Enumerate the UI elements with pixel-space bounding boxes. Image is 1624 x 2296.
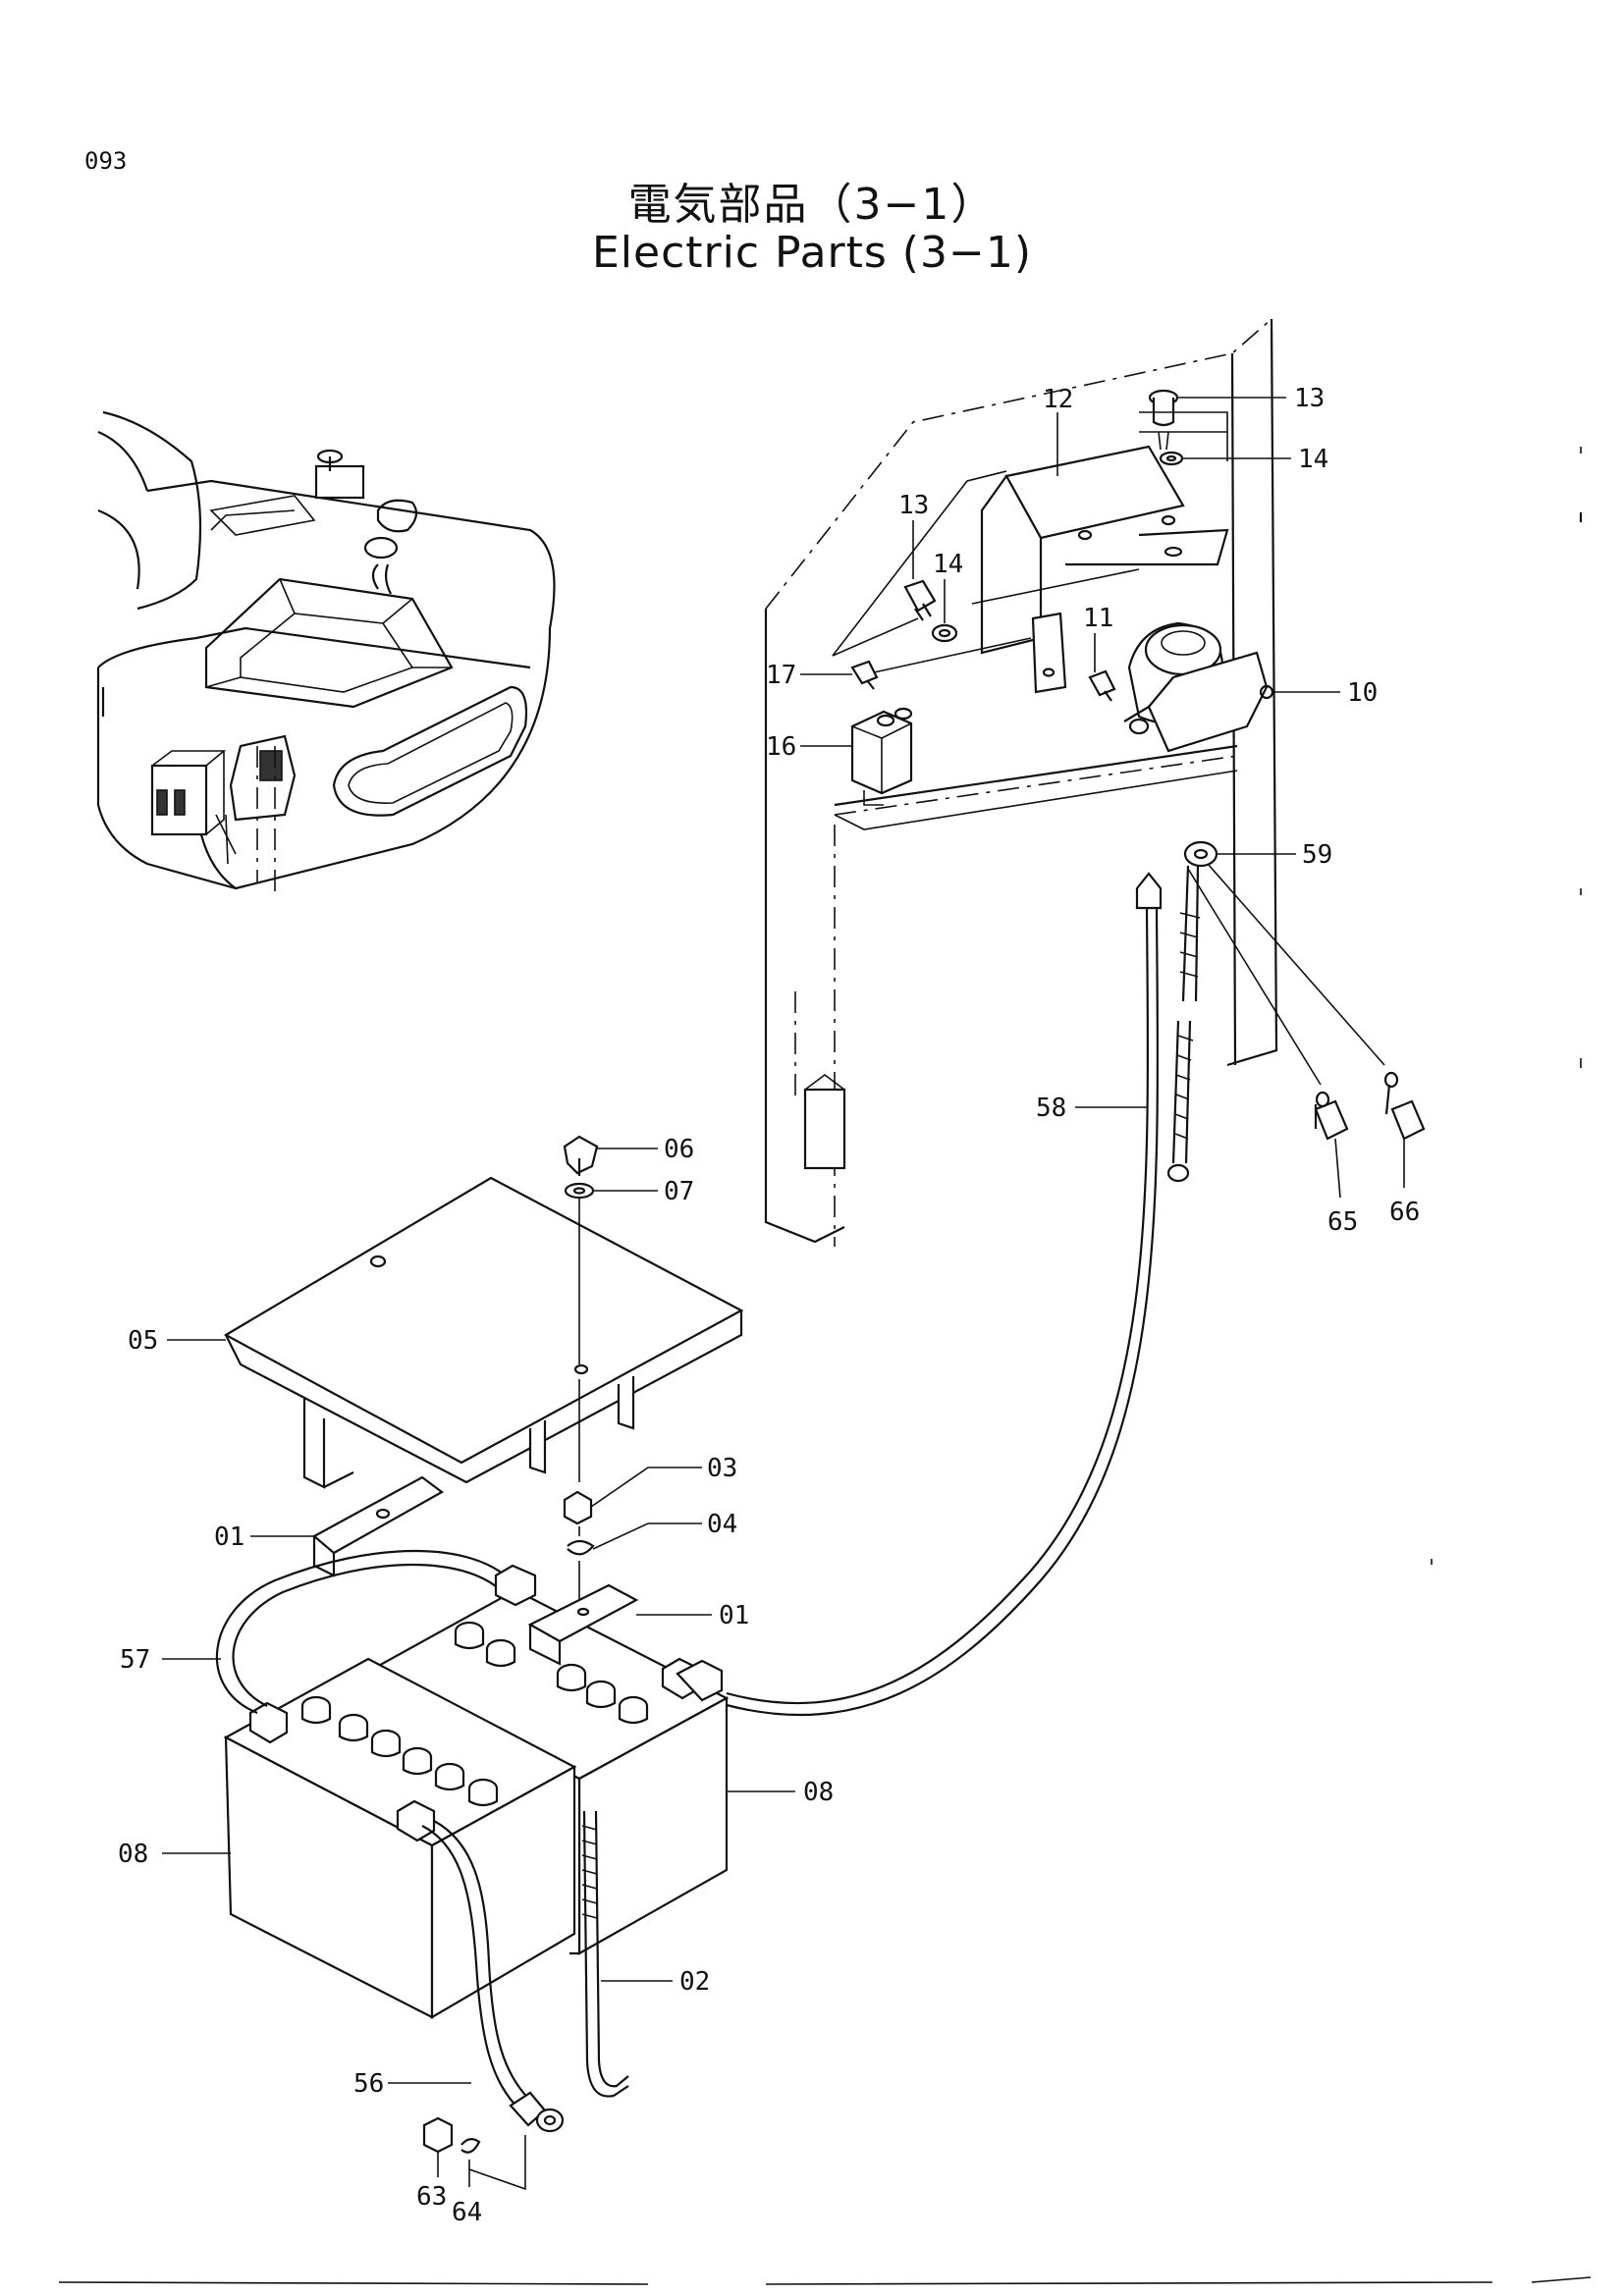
callout-14: 14 (933, 550, 963, 579)
terminal-66 (1383, 1071, 1426, 1141)
callout-59: 59 (1302, 840, 1332, 870)
leader-lines (162, 397, 1405, 2187)
margin-marks (58, 447, 1592, 2285)
battery-cover-05 (223, 1176, 744, 1489)
washer-07 (564, 1182, 595, 1200)
lock-washer-64 (460, 2138, 481, 2154)
callout-02: 02 (679, 1967, 710, 1997)
callout-05: 05 (128, 1326, 158, 1356)
callout-01: 01 (214, 1522, 244, 1552)
mounting-panel (764, 318, 1278, 1247)
callout-06: 06 (664, 1135, 694, 1164)
title-japanese: 電気部品（3−1） (627, 180, 997, 230)
callout-17: 17 (766, 661, 796, 690)
nut-63 (422, 2116, 454, 2154)
callout-65: 65 (1327, 1207, 1358, 1237)
washer-14-right (1159, 451, 1184, 466)
jumper-cable-57 (215, 1550, 537, 1715)
callout-03: 03 (707, 1454, 737, 1483)
title-english: Electric Parts (3−1) (592, 228, 1032, 278)
lock-washer-04 (567, 1539, 595, 1556)
bolt-13-right (1148, 389, 1179, 451)
bolt-11 (1088, 669, 1116, 702)
callout-56: 56 (353, 2069, 384, 2099)
terminal-65 (1314, 1091, 1349, 1141)
cable-56 (421, 1820, 565, 2133)
callout-58: 58 (1036, 1094, 1066, 1123)
callout-64: 64 (452, 2198, 482, 2227)
callout-08: 08 (803, 1778, 834, 1807)
callout-12: 12 (1043, 385, 1073, 414)
callout-57: 57 (120, 1645, 150, 1675)
hold-down-bracket-01-left (312, 1475, 445, 1577)
bolt-13-left (903, 579, 937, 621)
battery-08-front (223, 1657, 577, 2019)
bolt-17 (850, 660, 879, 690)
washer-14-left (931, 623, 958, 643)
callout-13: 13 (1294, 384, 1325, 413)
nut-03 (563, 1490, 593, 1525)
callout-07: 07 (664, 1177, 694, 1206)
callout-08: 08 (118, 1840, 148, 1869)
page-number: 093 (84, 147, 128, 175)
callout-10: 10 (1347, 678, 1378, 708)
cable-58 (726, 872, 1163, 1717)
machine-body-view (96, 410, 556, 893)
callout-14: 14 (1298, 445, 1328, 474)
callout-16: 16 (766, 732, 796, 762)
callout-labels: 13 14 12 13 14 11 10 17 16 59 58 65 66 0… (118, 384, 1420, 2227)
callout-63: 63 (416, 2182, 447, 2212)
callout-04: 04 (707, 1510, 737, 1539)
ground-cable-02 (581, 1810, 629, 2098)
ground-strap-59 (1166, 840, 1218, 1183)
callout-13: 13 (898, 491, 929, 520)
callout-01: 01 (719, 1601, 749, 1630)
callout-66: 66 (1389, 1198, 1420, 1227)
wing-nut-06 (563, 1135, 599, 1176)
callout-11: 11 (1083, 604, 1113, 633)
